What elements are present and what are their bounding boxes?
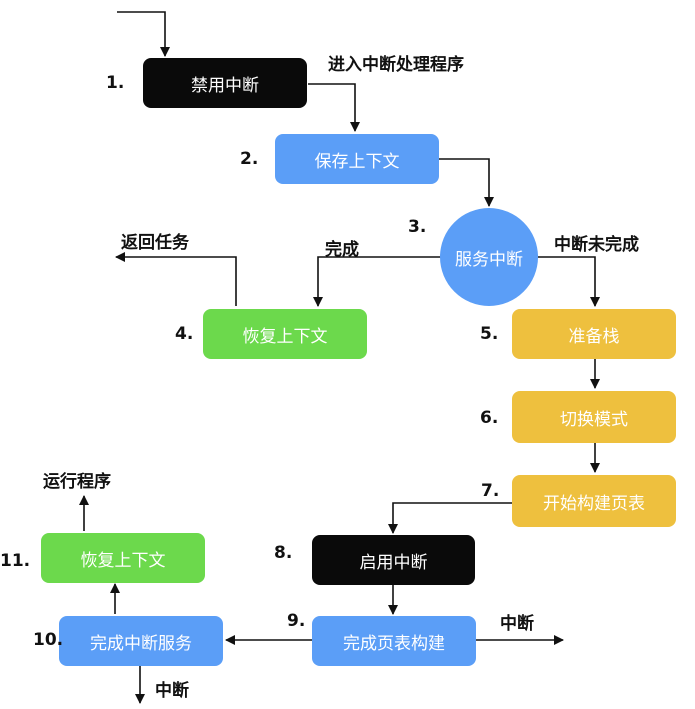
node-prepare-stack: 准备栈 — [512, 309, 676, 359]
node-label: 准备栈 — [568, 326, 620, 347]
arrow-3-to-5 — [536, 256, 600, 307]
label-return-task: 返回任务 — [121, 233, 189, 253]
step-number-1: 1. — [106, 73, 125, 93]
node-label: 完成中断服务 — [90, 633, 192, 654]
step-number-3: 3. — [408, 217, 427, 237]
node-finish-interrupt-service: 完成中断服务 — [59, 616, 223, 666]
node-disable-interrupt: 禁用中断 — [143, 58, 307, 108]
node-label: 保存上下文 — [314, 151, 400, 172]
node-finish-build-page-table: 完成页表构建 — [312, 616, 476, 666]
step-number-7: 7. — [481, 481, 500, 501]
step-number-10: 10. — [33, 630, 64, 650]
step-number-11: 11. — [0, 551, 31, 571]
arrow-entry — [117, 11, 170, 57]
node-enable-interrupt: 启用中断 — [312, 535, 475, 585]
node-label: 恢复上下文 — [242, 326, 328, 347]
label-interrupt-bottom: 中断 — [155, 681, 189, 701]
node-label: 服务中断 — [455, 249, 523, 270]
step-number-9: 9. — [287, 611, 306, 631]
node-label: 切换模式 — [560, 409, 628, 430]
label-enter-handler: 进入中断处理程序 — [328, 55, 464, 75]
arrow-1-to-2 — [308, 83, 360, 132]
node-start-build-page-table: 开始构建页表 — [512, 475, 676, 527]
arrow-2-to-3 — [438, 158, 494, 207]
step-number-4: 4. — [175, 324, 194, 344]
step-number-6: 6. — [480, 408, 499, 428]
node-label: 禁用中断 — [191, 75, 259, 96]
node-save-context: 保存上下文 — [275, 134, 439, 184]
label-interrupt-right: 中断 — [500, 614, 534, 634]
node-label: 完成页表构建 — [343, 633, 445, 654]
step-number-8: 8. — [274, 543, 293, 563]
step-number-5: 5. — [480, 324, 499, 344]
step-number-2: 2. — [240, 149, 259, 169]
node-restore-context-bottom: 恢复上下文 — [41, 533, 205, 583]
arrow-4-return-task — [115, 252, 237, 306]
node-label: 开始构建页表 — [543, 493, 645, 514]
arrow-3-to-4 — [313, 256, 443, 307]
node-label: 恢复上下文 — [80, 550, 166, 571]
node-service-interrupt: 服务中断 — [440, 208, 538, 306]
label-interrupt-incomplete: 中断未完成 — [554, 235, 639, 255]
label-run-program: 运行程序 — [43, 472, 111, 492]
node-restore-context-top: 恢复上下文 — [203, 309, 367, 359]
node-label: 启用中断 — [359, 552, 428, 573]
arrow-7-to-8 — [388, 502, 512, 534]
label-complete: 完成 — [325, 240, 359, 260]
node-switch-mode: 切换模式 — [512, 391, 676, 443]
